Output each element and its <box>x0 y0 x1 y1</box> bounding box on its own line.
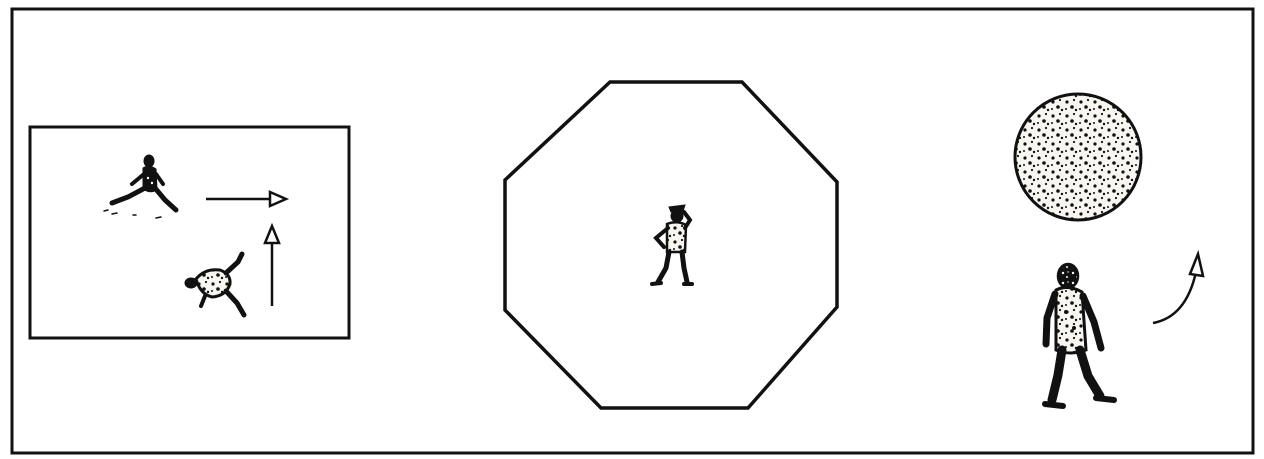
left-panel <box>30 127 349 338</box>
speckled-sphere-icon <box>1015 94 1141 220</box>
left-rectangle-frame <box>30 127 349 338</box>
